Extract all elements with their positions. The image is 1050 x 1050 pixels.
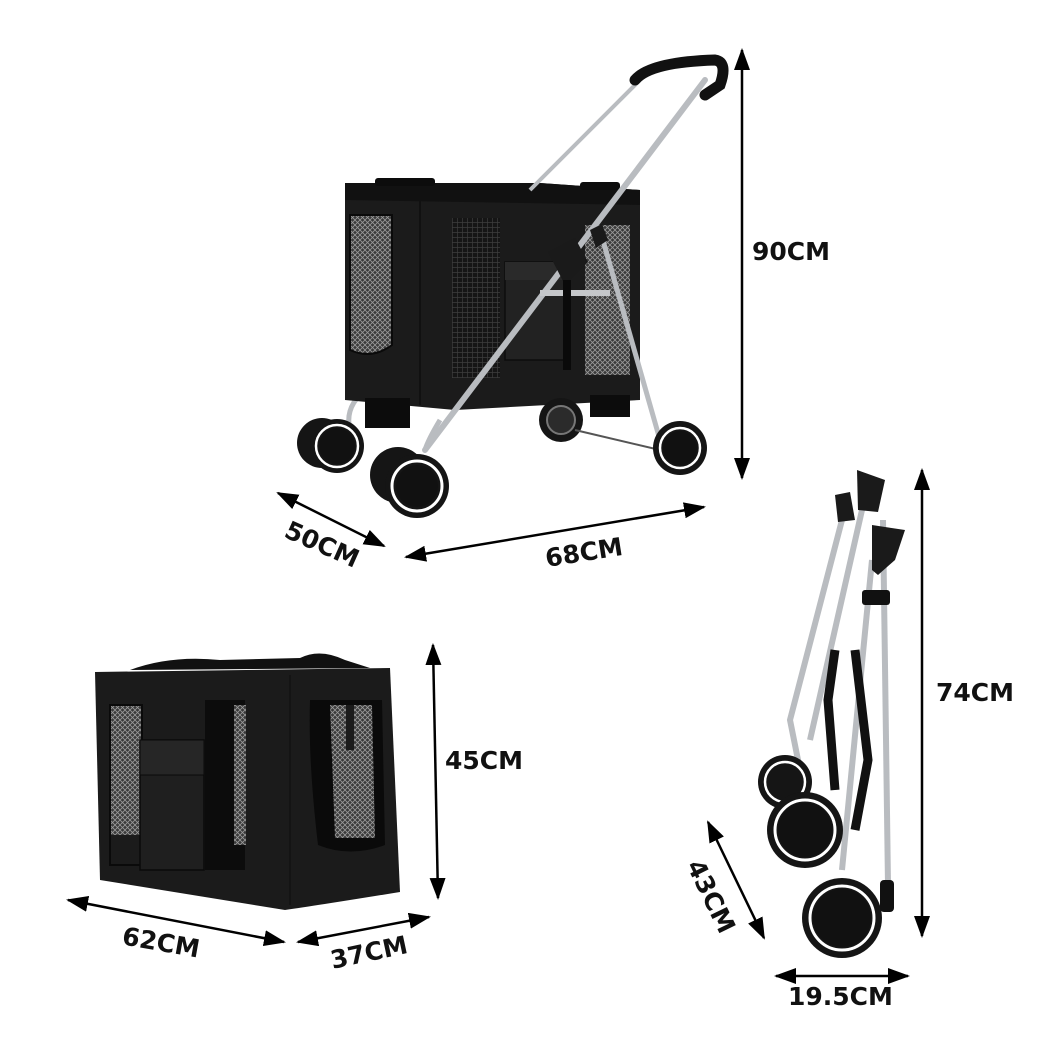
- folded-width-label: 19.5CM: [788, 982, 893, 1011]
- assembled-stroller-illustration: [297, 54, 729, 518]
- width-arrow-37: [296, 912, 431, 947]
- folded-frame-illustration: [758, 470, 905, 958]
- length-arrow-62: [66, 895, 286, 947]
- length-arrow-68: [404, 502, 706, 562]
- stroller-height-label: 90CM: [752, 237, 831, 266]
- carrier-height-label: 45CM: [445, 746, 524, 775]
- depth-arrow-43: [706, 820, 766, 940]
- height-arrow-45: [425, 643, 446, 900]
- detached-carrier-illustration: [95, 653, 400, 910]
- folded-height-label: 74CM: [936, 678, 1015, 707]
- depth-arrow-50: [276, 491, 386, 548]
